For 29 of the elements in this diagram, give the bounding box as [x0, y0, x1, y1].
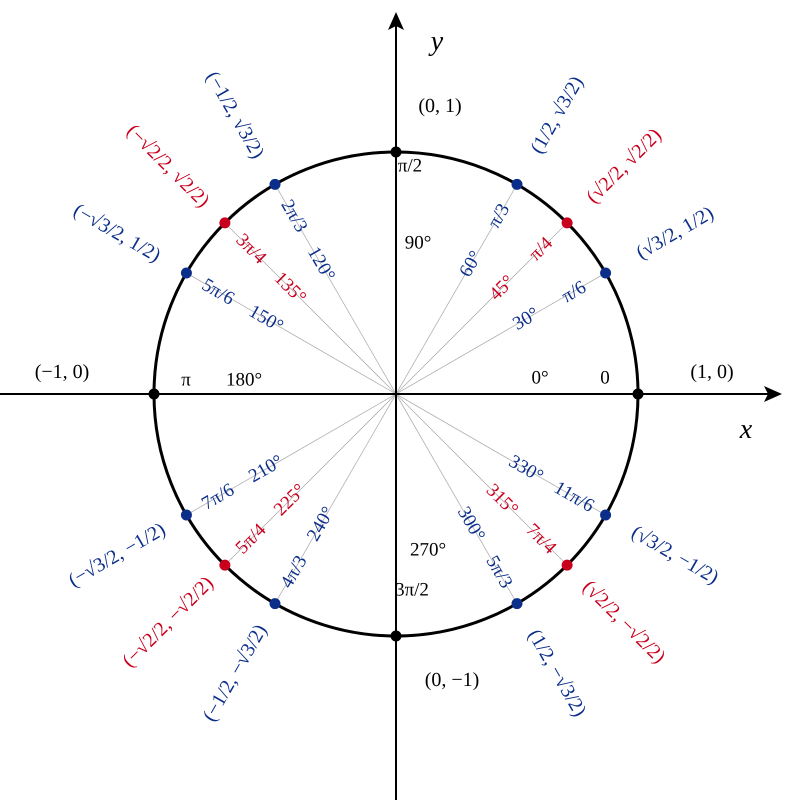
radian-label: 5π/4: [232, 520, 270, 558]
radian-label: 7π/4: [522, 520, 560, 558]
radian-label: 5π/6: [199, 274, 238, 308]
radian-label: 3π/2: [395, 580, 429, 600]
axis-label: x: [740, 416, 752, 444]
radian-label: π/6: [558, 277, 589, 306]
radian-label: 11π/6: [550, 478, 597, 516]
coordinate-label: (0, −1): [424, 670, 480, 690]
degree-label: 30°: [510, 304, 542, 334]
coordinate-label: (0, 1): [418, 96, 462, 116]
degree-label: 270°: [410, 540, 446, 560]
radian-label: 7π/6: [199, 480, 238, 514]
radian-label: π/3: [484, 201, 513, 232]
radian-label: 4π/3: [276, 552, 310, 591]
degree-label: 180°: [226, 370, 262, 390]
degree-label: 45°: [486, 272, 518, 304]
radian-label: 0: [600, 368, 610, 388]
degree-label: 0°: [531, 368, 549, 388]
coordinate-label: (−1, 0): [34, 362, 90, 382]
coordinate-label: (√3/2, 1/2): [632, 202, 717, 264]
coordinate-label: (√3/2, −1/2): [628, 522, 722, 588]
coordinate-label: (1, 0): [690, 362, 734, 382]
axis-label: y: [430, 28, 444, 56]
radian-label: π: [181, 370, 191, 390]
radian-label: π/2: [398, 156, 422, 176]
degree-label: 90°: [404, 234, 432, 252]
radian-label: 3π/4: [232, 230, 270, 268]
radian-label: π/4: [526, 234, 556, 264]
degree-label: 60°: [456, 248, 486, 280]
